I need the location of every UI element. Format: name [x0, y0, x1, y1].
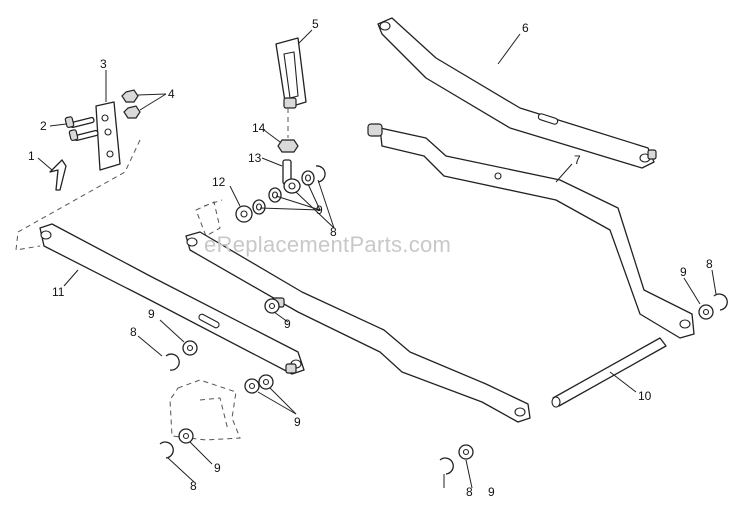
callout-9-lower: 9	[294, 415, 301, 429]
callout-9-mid: 9	[284, 317, 291, 331]
callout-labels: 1 2 3 4 5 6 7 8 8 8 8 8 9 9 9 9 9 9 9 10…	[28, 17, 713, 499]
washer-ring-set-bottom-center	[439, 444, 474, 475]
callout-10: 10	[638, 389, 652, 403]
callout-8-bottom-center: 8	[466, 485, 473, 499]
part-7-right-lift-arm	[367, 123, 695, 339]
callout-5: 5	[312, 17, 319, 31]
part-5-u-bracket	[275, 37, 307, 109]
part-6-upper-link	[377, 17, 657, 169]
callout-11: 11	[52, 285, 65, 299]
part-14-nut	[277, 108, 299, 153]
phantom-outline-pin-area	[195, 199, 223, 237]
washer-ring-set-lower-left	[244, 298, 280, 394]
callout-13: 13	[248, 151, 262, 165]
callout-7: 7	[574, 153, 581, 167]
part-11-left-link	[39, 223, 305, 375]
callout-9-right: 9	[680, 265, 687, 279]
part-1-hitch-pin	[49, 159, 67, 191]
part-12-washer	[235, 205, 253, 223]
callout-8-center: 8	[330, 225, 337, 239]
part-4-nuts	[121, 89, 141, 119]
part-3-bracket	[95, 101, 121, 171]
watermark-text: eReplacementParts.com	[204, 232, 451, 257]
leader-lines	[37, 29, 717, 489]
callout-12: 12	[212, 175, 226, 189]
part-10-rod	[551, 337, 667, 408]
callout-9-bottom-center: 9	[488, 485, 495, 499]
callout-9-center: 9	[316, 203, 323, 217]
callout-4: 4	[168, 87, 175, 101]
washer-ring-set-bottom-left	[159, 428, 194, 459]
washer-stack-center	[252, 165, 326, 215]
callout-8-bottom-left: 8	[190, 479, 197, 493]
callout-6: 6	[522, 21, 529, 35]
phantom-outline-upper-left	[15, 139, 141, 251]
callout-14: 14	[252, 121, 266, 135]
callout-8-left: 8	[130, 325, 137, 339]
part-13-eye-bolt	[282, 159, 301, 194]
callout-3: 3	[100, 57, 107, 71]
phantom-outline-lower-bracket	[169, 379, 241, 441]
part-2-bolts	[64, 116, 99, 142]
callout-9-bottom-left: 9	[214, 461, 221, 475]
callout-2: 2	[40, 119, 47, 133]
callout-9-left: 9	[148, 307, 155, 321]
washer-ring-set-left	[165, 340, 198, 371]
washer-ring-set-right	[698, 293, 728, 320]
callout-1: 1	[28, 149, 35, 163]
callout-8-right: 8	[706, 257, 713, 271]
